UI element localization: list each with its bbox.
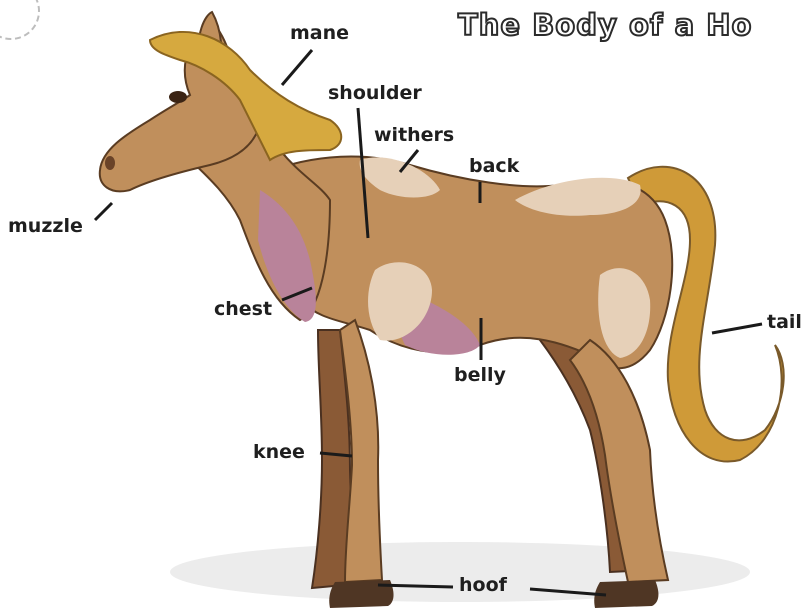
label-knee: knee [253, 441, 305, 463]
leader-muzzle [95, 203, 112, 220]
leader-hoof-fore [378, 585, 453, 587]
leader-tail [712, 324, 762, 333]
label-shoulder: shoulder [328, 82, 422, 104]
label-muzzle: muzzle [8, 215, 83, 237]
label-withers: withers [374, 124, 454, 146]
label-back: back [469, 155, 519, 177]
horse-nostril [105, 156, 115, 170]
horse-eye [169, 91, 187, 103]
leader-mane [282, 50, 312, 85]
label-belly: belly [454, 364, 506, 386]
page-title: The Body of a Ho [458, 8, 752, 42]
label-chest: chest [214, 298, 272, 320]
label-hoof: hoof [459, 574, 507, 596]
label-mane: mane [290, 22, 349, 44]
label-tail: tail [767, 311, 802, 333]
